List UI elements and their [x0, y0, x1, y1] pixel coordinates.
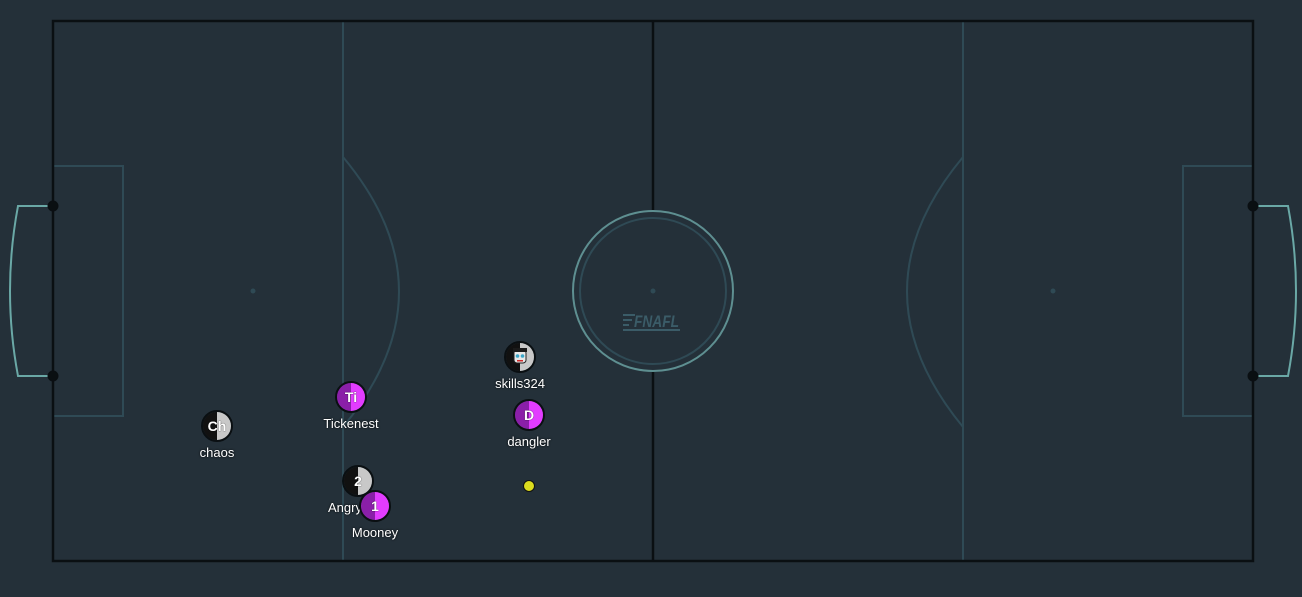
player-name: skills324	[495, 376, 545, 391]
player-avatar: Ch	[207, 418, 227, 434]
player-mooney[interactable]: 1 Mooney	[352, 489, 398, 540]
player-chaos[interactable]: Ch chaos	[200, 409, 234, 460]
player-dangler[interactable]: D dangler	[507, 398, 551, 449]
player-name: Tickenest	[323, 416, 379, 431]
center-circle-inner	[579, 217, 727, 365]
field-logo: FNAFL	[623, 312, 680, 331]
right-arc	[906, 156, 964, 428]
right-penalty-spot	[1050, 288, 1056, 294]
left-penalty-box	[52, 165, 124, 417]
player-skills324[interactable]: skills324	[495, 340, 545, 391]
player-angry[interactable]: 2 Angry	[328, 464, 375, 515]
field-boundary	[51, 19, 1255, 563]
player-name: chaos	[199, 445, 235, 460]
player-avatar: 1	[371, 498, 379, 514]
player-disc: 1	[359, 490, 391, 522]
skull-face-icon	[513, 348, 527, 364]
player-name: Angry	[328, 500, 362, 515]
player-disc: D	[513, 399, 545, 431]
player-disc: Ti	[335, 381, 367, 413]
player-avatar: D	[523, 407, 535, 423]
left-penalty-spot	[250, 288, 256, 294]
field-logo-text: FNAFL	[634, 312, 679, 331]
left-goal	[9, 205, 53, 377]
left-arc	[342, 156, 400, 428]
goal-post	[1247, 200, 1259, 212]
right-goal	[1253, 205, 1297, 377]
center-spot	[650, 288, 656, 294]
ball	[523, 480, 535, 492]
player-name: dangler	[507, 434, 551, 449]
goal-post	[47, 200, 59, 212]
player-disc: Ch	[201, 410, 233, 442]
player-tickenest[interactable]: Ti Tickenest	[323, 380, 379, 431]
right-penalty-box	[1182, 165, 1254, 417]
goal-post	[1247, 370, 1259, 382]
goal-post	[47, 370, 59, 382]
player-name: Mooney	[351, 525, 399, 540]
player-disc: 2	[342, 465, 374, 497]
player-avatar: 2	[354, 473, 362, 489]
player-avatar: Ti	[344, 389, 358, 405]
player-disc	[504, 341, 536, 373]
